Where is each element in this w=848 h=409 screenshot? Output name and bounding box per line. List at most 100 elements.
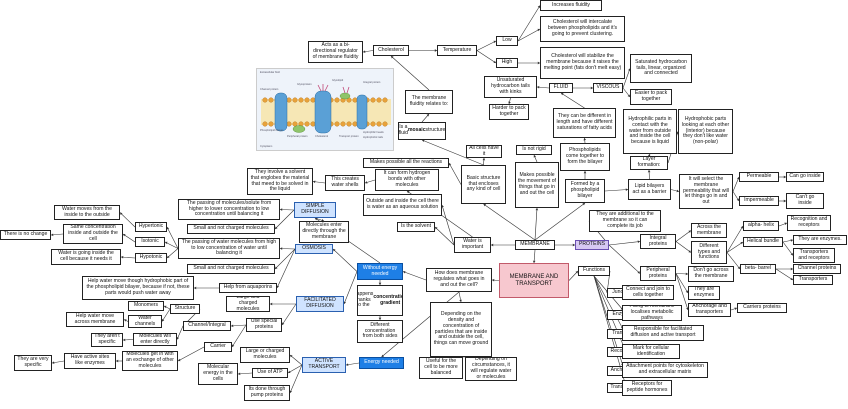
node-enter-directly-2: Molecules will enter directly xyxy=(133,333,177,346)
arrowhead-84 xyxy=(282,322,285,325)
membrane-figure-drawing xyxy=(257,69,393,150)
connector-75 xyxy=(166,226,179,249)
node-phospholipids-together: Phospholipids come together to form the … xyxy=(560,143,610,171)
node-channel-integral: Channel/Integral xyxy=(183,321,231,331)
node-help-water-move: Help water move across membrane xyxy=(66,312,124,327)
arrowhead-40 xyxy=(313,180,316,184)
arrowhead-53 xyxy=(790,277,793,280)
node-cholesterol: Cholesterol xyxy=(373,45,409,56)
arrowhead-79 xyxy=(123,234,126,237)
figure-label-5: Integral protein xyxy=(363,81,381,84)
arrowhead-28 xyxy=(736,198,739,201)
node-same-concentration: Same concentration inside and outside th… xyxy=(63,224,123,244)
node-responsible-transport: Responsible for facilitated diffusion an… xyxy=(622,325,704,341)
connector-45 xyxy=(675,241,692,253)
arrowhead-92 xyxy=(123,338,126,342)
node-without-energy: Without energy needed xyxy=(357,263,403,280)
arrowhead-32 xyxy=(582,203,585,206)
connector-43 xyxy=(608,244,641,274)
arrowhead-10 xyxy=(590,86,593,90)
connector-37 xyxy=(441,204,455,246)
node-beta-barrel: beta- barrel xyxy=(740,264,776,274)
node-water-going-inside: Water is going inside the cell because i… xyxy=(51,249,121,265)
arrowhead-37 xyxy=(441,205,444,208)
arrowhead-43 xyxy=(637,271,640,274)
connector-77 xyxy=(166,248,179,259)
node-alpha-helix: alpha- helix xyxy=(743,221,779,231)
node-across-membrane: Across the membrane xyxy=(691,223,727,238)
node-very-specific: They are very specific xyxy=(14,355,52,371)
arrowhead-96 xyxy=(346,363,349,366)
arrowhead-26 xyxy=(736,177,740,180)
node-involve-solvent: They involve a solvent that englobes the… xyxy=(247,168,313,195)
node-will-select: It will select the membrane permeability… xyxy=(679,174,733,209)
arrowhead-19 xyxy=(583,171,587,174)
arrowhead-16 xyxy=(482,158,486,161)
arrowhead-97 xyxy=(290,355,293,358)
connector-69 xyxy=(279,209,295,211)
node-fluid: FLUID xyxy=(549,83,573,93)
arrowhead-25 xyxy=(676,189,679,193)
node-receptors-peptide: Receptors for peptide hormones xyxy=(622,380,672,396)
arrowhead-93 xyxy=(178,358,181,362)
connector-21 xyxy=(604,189,629,192)
arrowhead-75 xyxy=(166,227,170,230)
node-help-water-hydrophobic: Help water move though hydrophobic part … xyxy=(82,276,194,300)
node-monomers: Monomers xyxy=(128,301,164,311)
arrowhead-61 xyxy=(381,354,385,357)
node-exchange-molecules: Molecules get in with an exchange of oth… xyxy=(122,351,178,371)
node-can-go-inside: Can go inside xyxy=(786,172,824,182)
arrowhead-54 xyxy=(685,272,688,276)
node-connect-join: Connect and join to cells together xyxy=(622,285,674,300)
connector-91 xyxy=(176,325,184,340)
node-saturated-tails: Saturated hydrocarbon tails, linear, org… xyxy=(630,54,692,83)
node-impermeable: Impermeable xyxy=(739,196,779,206)
node-different-types: Different types and functions xyxy=(691,241,727,264)
connector-26 xyxy=(732,176,740,192)
node-mark-identification: Mark for cellular identification xyxy=(622,344,680,359)
arrowhead-17 xyxy=(448,163,452,166)
connector-2 xyxy=(476,40,497,51)
connector-47 xyxy=(726,241,744,253)
node-not-specific: They aren't specific xyxy=(91,333,123,347)
arrowhead-50 xyxy=(790,239,793,242)
arrowhead-68 xyxy=(343,301,347,304)
connector-48 xyxy=(726,252,741,270)
arrowhead-12 xyxy=(508,101,511,104)
node-peripheral-proteins: Peripheral proteins xyxy=(640,266,676,281)
arrowhead-64 xyxy=(378,282,382,285)
arrowhead-80 xyxy=(51,233,54,237)
node-cholesterol-intercalate: Cholesterol will intercalate between pho… xyxy=(540,16,625,42)
connector-72 xyxy=(279,248,296,250)
node-active-transport: ACTIVE TRANSPORT xyxy=(302,357,346,373)
connector-74 xyxy=(276,248,296,289)
node-permeable: Permeable xyxy=(739,172,779,182)
node-hydrophobic-parts: Hydrophobic parts looking at each other … xyxy=(678,109,733,154)
arrowhead-47 xyxy=(740,242,743,245)
node-help-aquaporins: Help from aquaporins xyxy=(219,283,277,293)
figure-label-10: Hydrophobic tails xyxy=(363,136,383,139)
node-proteins: PROTEINS xyxy=(575,240,609,250)
arrowhead-14 xyxy=(426,114,429,117)
node-fluid-mosaic: Is a fluid mosaic structure xyxy=(398,122,446,140)
arrowhead-55 xyxy=(685,290,688,293)
arrowhead-1 xyxy=(537,28,540,32)
arrowhead-30 xyxy=(483,204,487,207)
arrowhead-90 xyxy=(124,319,127,322)
arrowhead-57 xyxy=(734,307,737,310)
node-functions: Functions xyxy=(578,266,610,276)
node-large-charged-2: Large or charged molecules xyxy=(240,347,290,363)
arrowhead-2 xyxy=(493,40,496,44)
arrowhead-99 xyxy=(289,390,293,393)
arrowhead-101 xyxy=(575,271,578,274)
connector-15 xyxy=(421,139,484,166)
arrowhead-71 xyxy=(321,219,324,222)
connector-31 xyxy=(534,207,538,241)
node-easier-pack: Easier to pack together xyxy=(630,89,672,105)
arrowhead-27 xyxy=(783,175,786,179)
arrowhead-11 xyxy=(537,85,540,89)
node-water-channels: Water channels xyxy=(128,315,162,328)
arrowhead-98 xyxy=(288,370,291,374)
node-basic-structure: Basic structure that encloses any kind o… xyxy=(461,165,506,204)
node-lipid-bilayers: Lipid bilayers act as a barrier xyxy=(628,179,671,200)
